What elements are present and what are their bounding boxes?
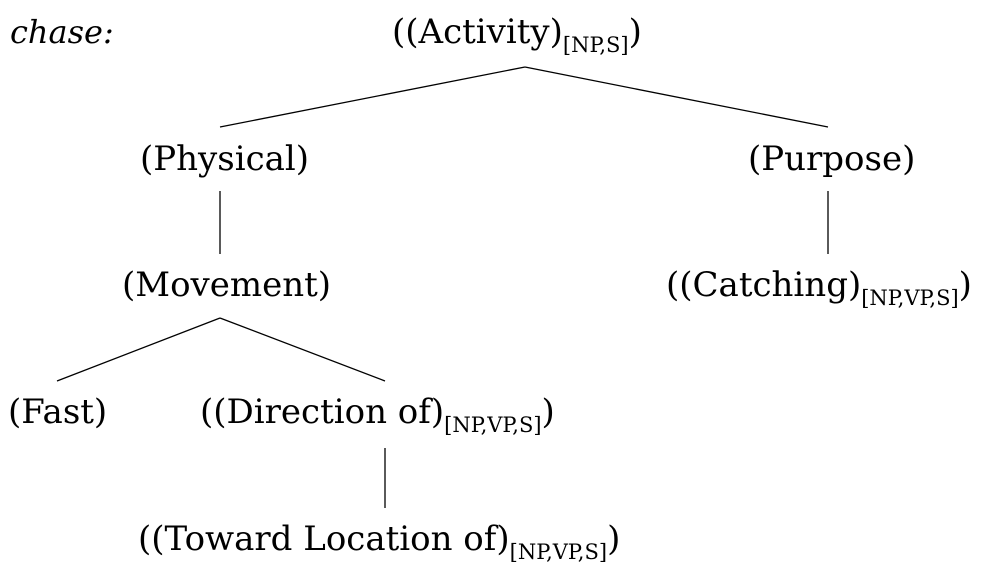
node-physical: (Physical) [140,139,310,179]
node-catching-open: (( [666,265,693,305]
node-purpose: (Purpose) [748,139,916,179]
node-toward-subscript: [NP,VP,S] [509,540,608,564]
node-catching-text: Catching [692,265,848,305]
node-catching: ((Catching)[NP,VP,S]) [666,265,972,309]
edge-activity-purpose [524,66,829,128]
node-toward-close-outer: ) [607,519,621,559]
node-activity-subscript: [NP,S] [562,33,629,57]
node-direction-open: (( [200,392,227,432]
node-direction-close-outer: ) [541,392,555,432]
node-activity-open: (( [392,12,419,52]
node-toward-close-inner: ) [496,519,510,559]
node-activity-close-outer: ) [628,12,642,52]
node-direction: ((Direction of)[NP,VP,S]) [200,392,555,436]
node-direction-subscript: [NP,VP,S] [444,413,542,437]
node-movement: (Movement) [122,265,332,305]
node-toward-open: (( [138,519,165,559]
edge-movement-fast [56,317,221,382]
node-fast: (Fast) [8,392,108,432]
lemma-label: chase: [10,13,114,51]
node-activity-text: Activity [418,12,550,52]
node-catching-subscript: [NP,VP,S] [861,286,959,310]
node-direction-text: Direction of [226,392,431,432]
node-activity: ((Activity)[NP,S]) [392,12,642,56]
edge-activity-physical [219,66,526,128]
edge-movement-direction [219,317,386,382]
node-catching-close-outer: ) [958,265,972,305]
node-toward-text: Toward Location of [164,519,497,559]
node-activity-close-inner: ) [549,12,563,52]
node-catching-close-inner: ) [847,265,862,305]
node-toward-location: ((Toward Location of)[NP,VP,S]) [138,519,621,563]
node-direction-close-inner: ) [430,392,445,432]
